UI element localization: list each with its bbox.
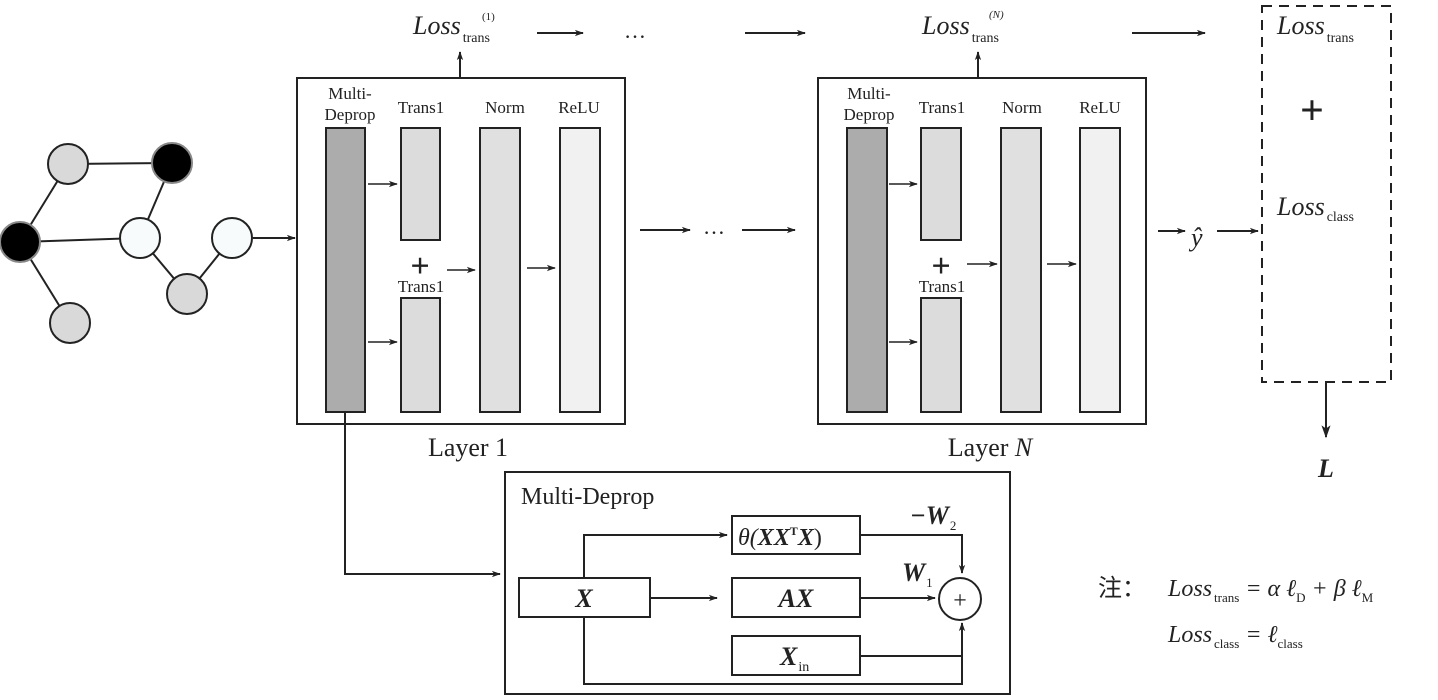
minus-w2-label: −W2 xyxy=(910,501,956,533)
multideprop-wires xyxy=(583,531,966,685)
multideprop-title: Multi-Deprop xyxy=(521,484,654,510)
layer-n-frame xyxy=(817,77,1147,425)
graph-node-white xyxy=(119,217,161,259)
graph-node-gray xyxy=(49,302,91,344)
middle-connector: … xyxy=(640,214,796,239)
layer-n-trans1-label: Trans1 xyxy=(919,98,966,117)
layer-n-deprop-bar xyxy=(846,127,888,413)
layer-1-norm-label: Norm xyxy=(485,98,525,117)
graph-node-white xyxy=(211,217,253,259)
layer-n-arrows xyxy=(889,180,1077,346)
note-prefix: 注： xyxy=(1098,575,1146,602)
layer-n-trans1-lower-bar xyxy=(920,297,962,413)
sum-node xyxy=(938,577,982,621)
xin-label: Xin xyxy=(779,642,809,675)
layer-n-relu-bar xyxy=(1079,127,1121,413)
layer-n-deprop-label-2: Deprop xyxy=(844,105,895,124)
y-hat-label: ŷ xyxy=(1188,223,1203,252)
layer-n-trans1-upper-bar xyxy=(920,127,962,241)
loss-trans-n-superscript: (N) xyxy=(989,9,1004,21)
sum-node-plus: + xyxy=(953,588,967,614)
layer-1-frame xyxy=(296,77,626,425)
layer-1-arrows xyxy=(368,180,556,346)
layer-1-norm-bar xyxy=(479,127,521,413)
ax-label: AX xyxy=(777,584,814,613)
multideprop-frame xyxy=(504,471,1011,695)
loss-trans-1-superscript: (1) xyxy=(482,11,495,23)
layer-1-relu-label: ReLU xyxy=(558,98,600,117)
layer-1-trans1-label: Trans1 xyxy=(398,98,445,117)
layer-n-norm-bar xyxy=(1000,127,1042,413)
theta-label: θ(XXTX) xyxy=(738,524,822,551)
loss-plus: + xyxy=(1300,88,1324,134)
graph-node-gray xyxy=(47,143,89,185)
layer-n-trans1-lower-label: Trans1 xyxy=(919,277,966,296)
layer-1-deprop-label-2: Deprop xyxy=(325,105,376,124)
graph-node-black xyxy=(151,142,193,184)
multideprop-detail: Multi-Deprop X θ(XXTX) AX Xin + −W2 W1 xyxy=(344,412,1011,695)
layer-1-deprop-bar xyxy=(325,127,366,413)
top-ellipsis: … xyxy=(624,18,646,43)
x-input-label: X xyxy=(574,584,593,613)
middle-ellipsis: … xyxy=(703,214,725,239)
layer-n-plus: + xyxy=(931,248,950,285)
layer-n-relu-label: ReLU xyxy=(1079,98,1121,117)
layer-n-deprop-label-1: Multi- xyxy=(847,84,891,103)
deprop-to-detail-connector xyxy=(344,412,501,578)
layer-1-trans1-upper-bar xyxy=(400,127,441,241)
layer-1-relu-bar xyxy=(559,127,601,413)
layer-1-block: Multi- Deprop Trans1 Norm ReLU + Trans1 … xyxy=(296,77,626,462)
layer-1-plus: + xyxy=(410,248,429,285)
w1-label: W1 xyxy=(902,558,933,590)
input-graph xyxy=(0,142,253,344)
layer-n-block: Multi- Deprop Trans1 Norm ReLU + Trans1 … xyxy=(817,77,1147,462)
total-loss-L: L xyxy=(1317,454,1334,483)
graph-node-gray xyxy=(166,273,208,315)
layer-1-deprop-label-1: Multi- xyxy=(328,84,372,103)
layer-1-trans1-lower-label: Trans1 xyxy=(398,277,445,296)
layer-1-title: Layer 1 xyxy=(428,433,508,462)
graph-node-black xyxy=(0,221,41,263)
layer-1-trans1-lower-bar xyxy=(400,297,441,413)
layer-n-title: Layer N xyxy=(948,433,1034,462)
layer-n-norm-label: Norm xyxy=(1002,98,1042,117)
